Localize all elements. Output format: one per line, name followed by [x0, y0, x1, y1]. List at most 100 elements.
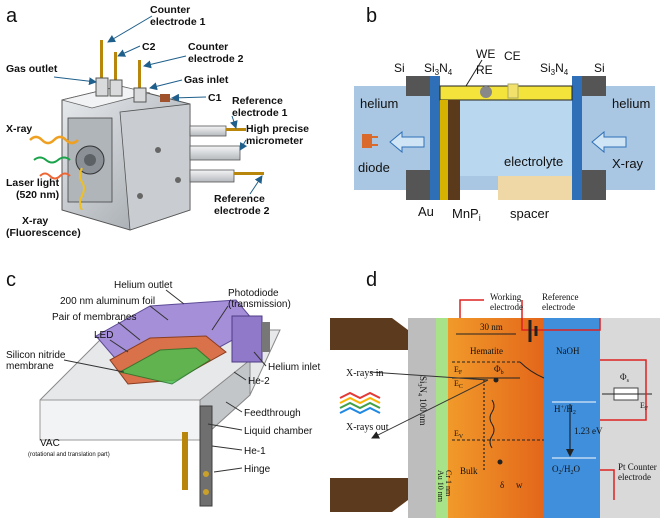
label-si-right: Si: [594, 61, 605, 75]
laser-wave: [33, 156, 71, 164]
panel-d: d W: [330, 269, 660, 518]
label-xrays-in: X-rays in: [346, 368, 384, 379]
micrometer: [189, 125, 264, 183]
diode: [362, 134, 372, 148]
label-ec: EC: [454, 379, 463, 390]
label-helium-left: helium: [360, 96, 398, 111]
label-au-layer: Au 10 nm: [436, 470, 445, 503]
panel-c-labels: Helium outlet 200 nm aluminum foil Photo…: [6, 280, 320, 475]
label-electrolyte: electrolyte: [504, 154, 563, 169]
si3n4-right: [572, 76, 582, 200]
pt-wire: [600, 469, 615, 500]
label-laser: Laser light(520 nm): [6, 177, 60, 201]
label-membranes: Pair of membranes: [52, 312, 136, 323]
label-hematite: Hematite: [470, 346, 503, 356]
panel-a-letter: a: [6, 5, 18, 27]
label-c2: C2: [142, 41, 156, 53]
label-phi: Φb: [494, 364, 504, 376]
label-h-couple: H+/H2: [554, 404, 576, 416]
xray-out-beam: [371, 379, 489, 439]
si3n4-left: [430, 76, 440, 200]
panel-d-letter: d: [366, 269, 377, 291]
panel-c-letter: c: [6, 269, 16, 291]
hematite: [448, 318, 544, 518]
xray-wave-in: [29, 135, 79, 145]
xray-arrow-out: [389, 130, 425, 154]
label-w: w: [516, 480, 523, 490]
electrodes: [95, 40, 170, 103]
label-hinge: Hinge: [244, 464, 271, 475]
label-he1: He-1: [244, 446, 266, 457]
label-ev: EF: [454, 365, 463, 376]
laser-wave-2: [39, 172, 71, 180]
xray-band-red: [339, 391, 381, 400]
holder-bottom: [330, 478, 408, 512]
mnpi-layer: [448, 100, 460, 200]
label-efb: EF: [640, 401, 649, 412]
xray-in-beam: [369, 371, 489, 381]
panel-b: b Si Si3N4 WE RE CE Si3N4 Si helium: [354, 5, 655, 223]
label-si3n4-left: Si3N4: [424, 61, 453, 77]
label-phi-pt: Φs: [620, 372, 630, 384]
label-xray-fluor: X-ray(Fluorescence): [6, 215, 81, 239]
pt-region: [600, 318, 660, 518]
label-c1: C1: [208, 92, 222, 104]
label-vac-sub: (rotational and translation part): [28, 452, 110, 458]
label-helium-inlet: Helium inlet: [268, 362, 320, 373]
spacer: [498, 176, 572, 200]
label-helium-outlet: Helium outlet: [114, 280, 173, 291]
label-feedthrough: Feedthrough: [244, 408, 301, 419]
label-potential: 1.23 eV: [574, 426, 603, 436]
label-bulk: Bulk: [460, 466, 478, 476]
label-au: Au: [418, 204, 434, 219]
re-electrode: [480, 86, 492, 98]
hinge-arm: [199, 405, 213, 507]
label-helium-right: helium: [612, 96, 650, 111]
label-mnpi: MnPi: [452, 206, 481, 223]
label-xray: X-ray: [6, 123, 32, 135]
panel-b-labels: Si Si3N4 WE RE CE Si3N4 Si helium helium…: [358, 47, 650, 223]
xray-fluor-wave: [79, 167, 85, 211]
panel-b-letter: b: [366, 5, 377, 27]
label-vac: VAC: [40, 438, 60, 449]
label-si3n4-right: Si3N4: [540, 61, 569, 77]
label-led: LED: [94, 330, 113, 341]
working-wire: [459, 299, 484, 318]
label-photodiode: Photodiode(transmission): [228, 288, 291, 310]
cell-body: [61, 85, 191, 231]
label-gas-inlet: Gas inlet: [184, 74, 229, 86]
label-al-foil: 200 nm aluminum foil: [60, 296, 155, 307]
panel-c: c Helium outlet 200 nm aluminum foil Pho…: [6, 269, 320, 507]
label-naoh: NaOH: [556, 346, 580, 356]
label-ce: CE: [504, 49, 521, 63]
label-spacer: spacer: [510, 206, 550, 221]
label-cr-layer: Cr 1 nm: [444, 470, 453, 497]
reference-wire: [521, 300, 601, 331]
label-we: WE: [476, 47, 495, 61]
top-cap: [439, 85, 573, 101]
label-delta: δ: [500, 480, 504, 490]
label-si-left: Si: [394, 61, 405, 75]
chamber-assembly: [39, 299, 281, 507]
label-gas-outlet: Gas outlet: [6, 63, 58, 75]
label-efn: EV: [454, 429, 464, 440]
label-liquid-chamber: Liquid chamber: [244, 426, 313, 437]
panel-a: a: [6, 4, 309, 239]
ce-electrode: [507, 83, 519, 99]
holder-top: [330, 318, 408, 350]
label-xray-b: X-ray: [612, 156, 644, 171]
label-xrays-out: X-rays out: [346, 422, 389, 433]
label-re: RE: [476, 63, 493, 77]
xray-arrow-in: [591, 130, 627, 154]
au-cr-layer: [436, 318, 448, 518]
